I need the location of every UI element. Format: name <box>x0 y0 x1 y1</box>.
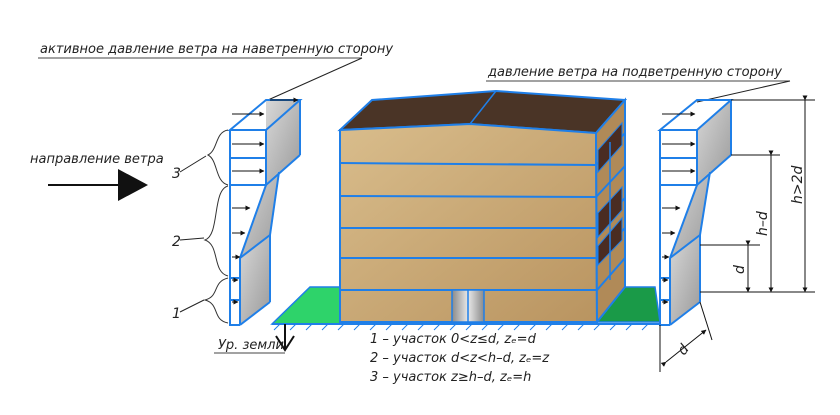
dim-h-gt-2d-label: h>2d <box>790 165 806 204</box>
zone-3-label: 3 <box>172 166 181 182</box>
dim-d-label: d <box>732 265 748 274</box>
zone-legend: 1 – участок 0<z≤d, zₑ=d 2 – участок d<z<… <box>370 332 550 385</box>
caption-leeward: давление ветра на подветренную сторону <box>487 65 782 80</box>
zone-3-leader <box>179 155 207 173</box>
caption-windward: активное давление ветра на наветренную с… <box>40 42 393 57</box>
legend-line-1: 1 – участок 0<z≤d, zₑ=d <box>370 332 537 347</box>
ground-hatch <box>273 323 649 331</box>
legend-line-2: 2 – участок d<z<h–d, zₑ=z <box>370 351 550 366</box>
wind-arrow-icon <box>118 169 148 201</box>
dim-d-bottom-label: d <box>675 342 693 359</box>
legend-line-3: 3 – участок z≥h–d, zₑ=h <box>370 370 531 385</box>
dim-h-minus-d-label: h–d <box>755 211 771 236</box>
windward-pressure-diagram <box>227 97 303 326</box>
wind-direction-label: направление ветра <box>30 152 164 167</box>
zone-2-leader <box>179 237 205 241</box>
building <box>337 89 628 325</box>
zone-1-leader <box>179 299 205 313</box>
ground-level-label: Ур. земли <box>218 338 284 353</box>
ground-level-arrow <box>275 324 295 352</box>
side-windows <box>597 121 623 280</box>
zone-2-label: 2 <box>172 234 181 250</box>
dimension-lines <box>659 95 815 372</box>
zone-1-label: 1 <box>172 306 181 322</box>
caption-windward-leader <box>267 57 363 101</box>
caption-leeward-leader <box>696 80 791 103</box>
zone-braces <box>203 129 229 324</box>
leeward-pressure-diagram <box>657 99 734 326</box>
ground-left-green <box>270 286 341 325</box>
